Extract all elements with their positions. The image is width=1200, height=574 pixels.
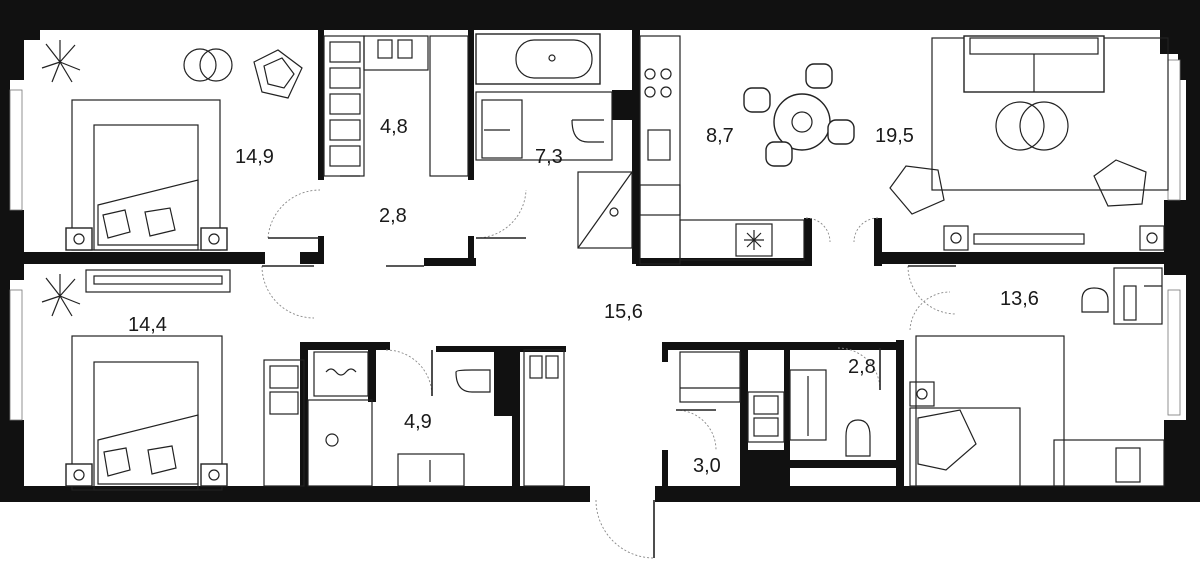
room-area-bedroom-1: 14,9 [235, 146, 274, 168]
bedroom-2-furniture [65, 269, 305, 491]
door-swing-icon [261, 189, 957, 559]
storage-bathroom-3-fixtures [679, 351, 871, 457]
room-area-bedroom-2: 14,4 [128, 314, 167, 336]
plant-icon-2 [41, 274, 81, 317]
room-area-kitchen: 8,7 [706, 125, 734, 147]
room-area-bathroom-1: 7,3 [535, 146, 563, 168]
dining-table-icon [743, 63, 855, 167]
area-labels: 14,9 4,8 7,3 8,7 19,5 2,8 14,4 15,6 13,6… [128, 116, 1039, 477]
bathroom-2-fixtures [307, 349, 565, 487]
wardrobe-furniture [323, 35, 469, 177]
room-area-wardrobe: 4,8 [380, 116, 408, 138]
room-area-storage: 3,0 [693, 455, 721, 477]
room-area-living-room: 19,5 [875, 125, 914, 147]
room-area-bathroom-3: 2,8 [848, 356, 876, 378]
kitchen-fixtures [639, 35, 805, 265]
living-room-furniture [889, 35, 1169, 251]
room-area-hall-small: 2,8 [379, 205, 407, 227]
windows [9, 59, 1181, 421]
room-area-bedroom-3: 13,6 [1000, 288, 1039, 310]
room-area-bathroom-2: 4,9 [404, 411, 432, 433]
room-area-corridor: 15,6 [604, 301, 643, 323]
bathroom-1-fixtures [475, 33, 633, 249]
plant-icon-1 [41, 40, 81, 83]
bedroom-3-furniture [909, 267, 1165, 487]
bedroom-1-furniture [65, 48, 303, 251]
